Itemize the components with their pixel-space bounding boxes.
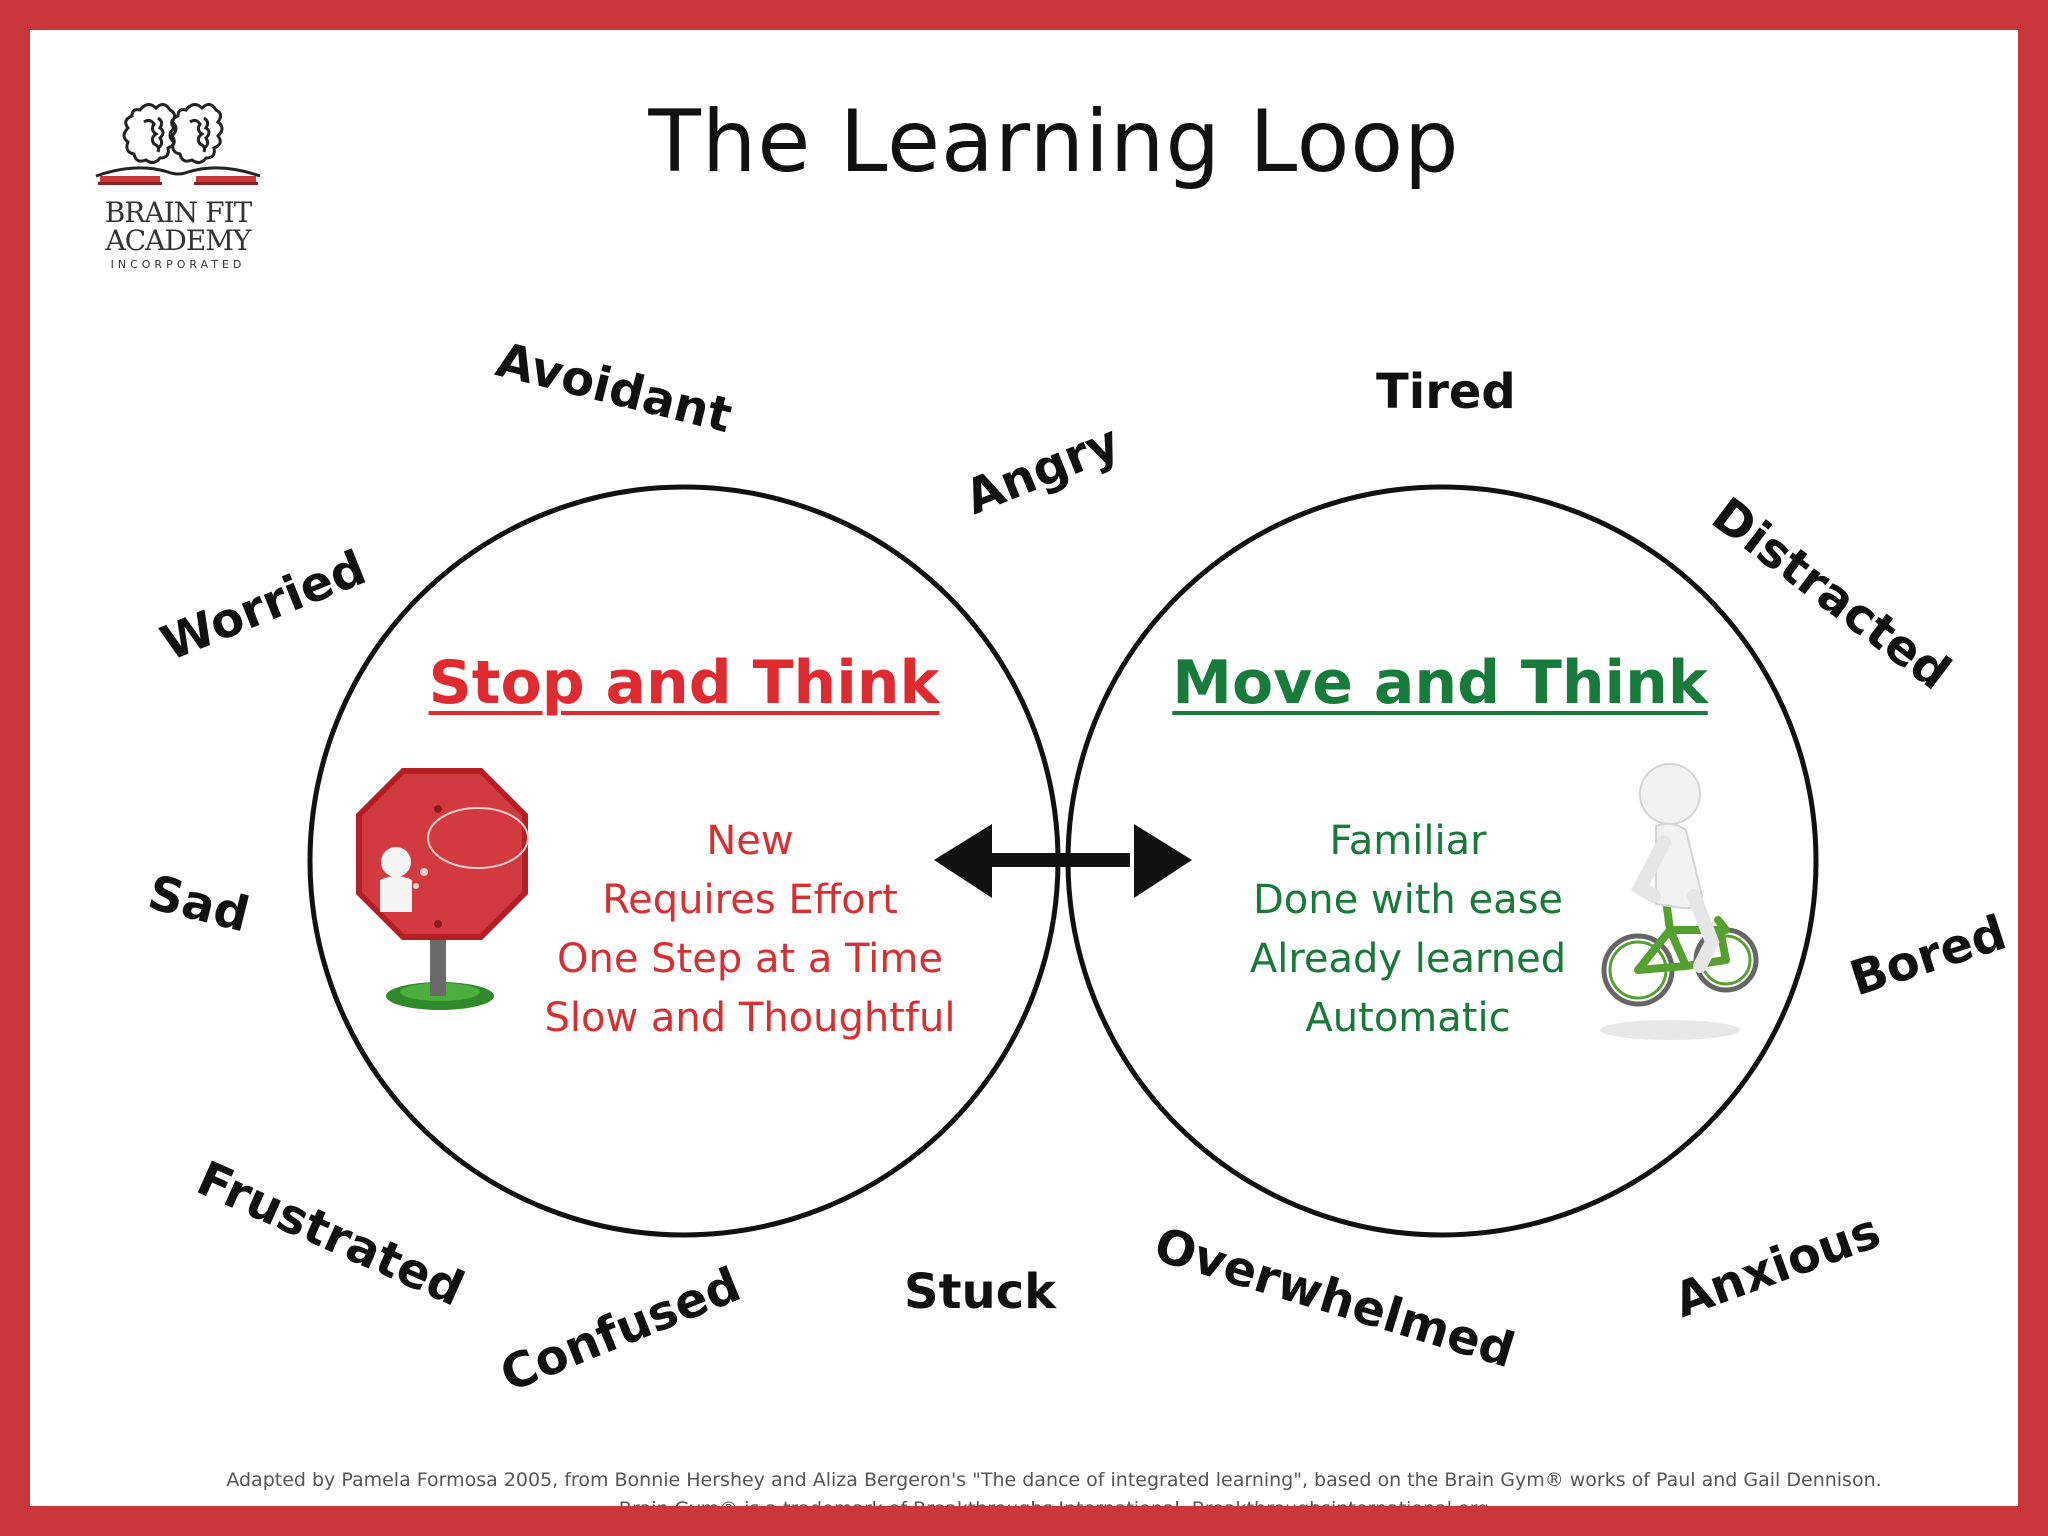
logo-text-line-1: BRAIN FIT [104,196,253,229]
move-and-think-item: Familiar [1329,818,1487,864]
stop-and-think-item: One Step at a Time [557,936,943,982]
stop-and-think-item: Slow and Thoughtful [544,995,956,1041]
stop-sign-figure-icon [356,768,529,1010]
move-and-think-list: Familiar Done with ease Already learned … [1148,812,1668,1048]
footer-credits: Adapted by Pamela Formosa 2005, from Bon… [30,1466,2018,1520]
emotion-tired: Tired [1376,364,1516,420]
emotion-stuck: Stuck [904,1264,1057,1320]
figure-on-bicycle-icon [1600,763,1759,1040]
move-and-think-item: Done with ease [1252,877,1564,923]
brain-icon [95,103,261,185]
double-headed-arrow-icon [934,824,1192,898]
stop-and-think-list: New Requires Effort One Step at a Time S… [490,812,1010,1048]
footer-trademark-line: Brain Gym® is a trademark of Breakthroug… [618,1498,1490,1520]
brain-fit-academy-logo: BRAIN FIT ACADEMY INCORPORATED [88,92,268,282]
move-and-think-item: Automatic [1305,995,1511,1041]
footer-credit-line: Adapted by Pamela Formosa 2005, from Bon… [226,1469,1882,1491]
page-title: The Learning Loop [648,92,1460,192]
logo-text-line-3: INCORPORATED [110,258,246,271]
stop-and-think-item: Requires Effort [602,877,898,923]
move-and-think-heading: Move and Think [1172,648,1708,718]
learning-loop-diagram [307,484,1819,1238]
stop-and-think-item: New [706,818,794,864]
logo-text-line-2: ACADEMY [105,224,252,257]
stop-and-think-heading: Stop and Think [428,648,940,718]
move-and-think-item: Already learned [1249,936,1567,982]
